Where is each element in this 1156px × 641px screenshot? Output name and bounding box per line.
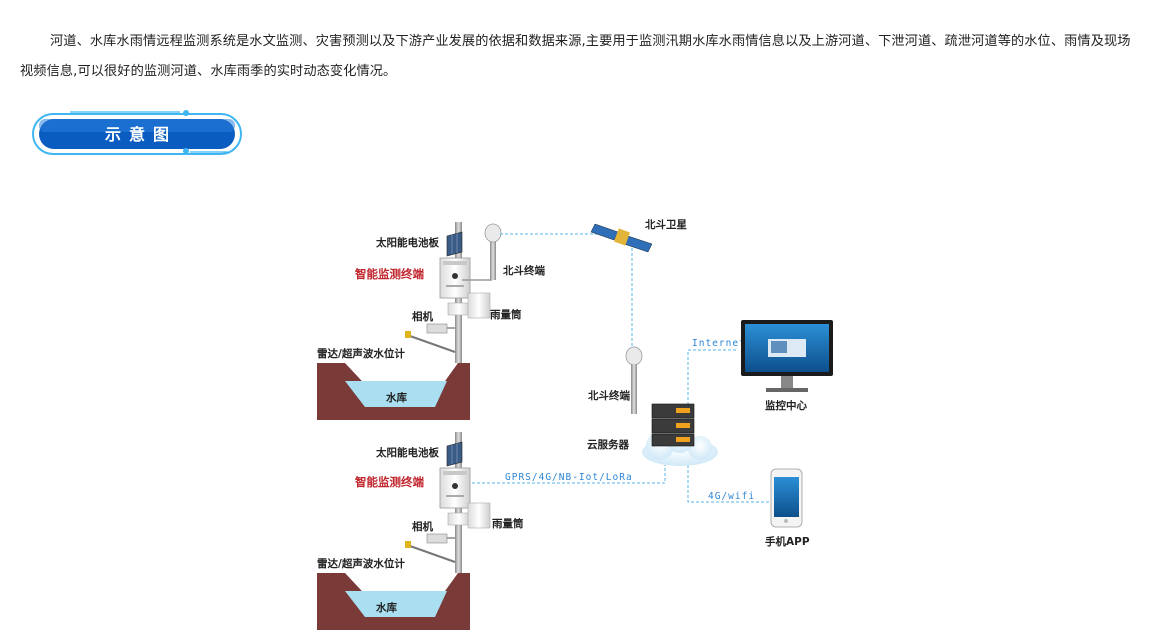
badge-frame [32, 110, 242, 155]
reservoir-top-water [345, 381, 447, 407]
reservoir-bottom-water [345, 591, 447, 617]
terminal-top-label: 智能监测终端 [355, 267, 424, 281]
mobile-app-label: 手机APP [765, 535, 810, 548]
cloud-server-label: 云服务器 [587, 438, 629, 451]
rain-gauge-bottom-icon [447, 502, 491, 529]
link-internet-label: Internet [692, 338, 746, 349]
solar-panel-top-label: 太阳能电池板 [375, 236, 439, 249]
diagram-badge: 示意图 [30, 108, 244, 158]
solar-panel-top-icon [446, 231, 463, 257]
beidou-antenna-top-icon [462, 223, 502, 281]
water-level-bottom-label: 雷达/超声波水位计 [317, 557, 405, 570]
beidou-antenna-center-icon [625, 346, 643, 414]
rain-gauge-top-icon [447, 292, 491, 319]
cloud-server-icon [642, 403, 718, 466]
camera-bottom-label: 相机 [412, 520, 433, 533]
reservoir-bottom-label: 水库 [375, 601, 397, 614]
link-4g-label: 4G/wifi [708, 491, 755, 502]
monitor-center-label: 监控中心 [765, 399, 807, 412]
badge-label: 示意图 [104, 125, 177, 144]
camera-top-label: 相机 [412, 310, 433, 323]
phone-icon [770, 468, 803, 528]
satellite-icon [590, 223, 653, 253]
water-level-top-label: 雷达/超声波水位计 [317, 347, 405, 360]
solar-panel-bottom-label: 太阳能电池板 [375, 446, 439, 459]
reservoir-top-label: 水库 [385, 391, 407, 404]
solar-panel-bottom-icon [446, 441, 463, 467]
terminal-bottom-icon [439, 467, 471, 509]
radar-level-bottom-icon [405, 541, 456, 563]
rain-gauge-bottom-label: 雨量筒 [492, 517, 524, 530]
camera-bottom-icon [426, 533, 455, 544]
intro-paragraph: 河道、水库水雨情远程监测系统是水文监测、灾害预测以及下游产业发展的依据和数据来源… [20, 34, 1131, 80]
beidou-terminal-center-label: 北斗终端 [588, 389, 630, 402]
radar-level-top-icon [405, 331, 456, 353]
satellite-label: 北斗卫星 [645, 218, 687, 231]
rain-gauge-top-label: 雨量筒 [490, 308, 522, 321]
link-bottom-to-server [472, 465, 666, 484]
link-server-to-monitor [687, 349, 738, 420]
beidou-terminal-top-label: 北斗终端 [503, 264, 545, 277]
terminal-top-icon [439, 257, 471, 299]
site-bottom: 水库 太阳能电池板 智能监测终端 雨量筒 相机 雷达/超声波水位计 [317, 432, 524, 630]
site-top: 水库 [317, 222, 545, 420]
terminal-bottom-label: 智能监测终端 [355, 475, 424, 489]
link-server-to-phone [687, 465, 770, 503]
link-lines [472, 233, 770, 503]
link-gprs-label: GPRS/4G/NB-Iot/LoRa [505, 472, 633, 483]
monitor-icon [741, 320, 833, 392]
camera-top-icon [426, 323, 455, 334]
